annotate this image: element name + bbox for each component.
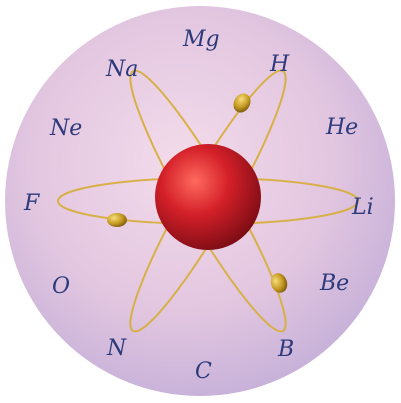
- element-li: Li: [351, 195, 374, 220]
- element-o: O: [52, 274, 70, 299]
- element-be: Be: [319, 271, 349, 296]
- element-symbols: Mg Na H Ne He F Li O Be N B C: [23, 27, 374, 384]
- element-he: He: [325, 115, 358, 140]
- element-b: B: [277, 337, 294, 362]
- element-mg: Mg: [182, 27, 220, 52]
- element-f: F: [23, 191, 40, 216]
- element-na: Na: [105, 57, 138, 82]
- element-ne: Ne: [49, 116, 82, 141]
- electrons: [107, 93, 288, 293]
- element-h: H: [269, 52, 290, 77]
- element-c: C: [195, 359, 212, 384]
- electron-top: [233, 93, 251, 113]
- nucleus: [155, 144, 261, 250]
- element-n: N: [106, 336, 127, 361]
- electron-left: [107, 213, 127, 227]
- electron-bottom: [270, 273, 288, 293]
